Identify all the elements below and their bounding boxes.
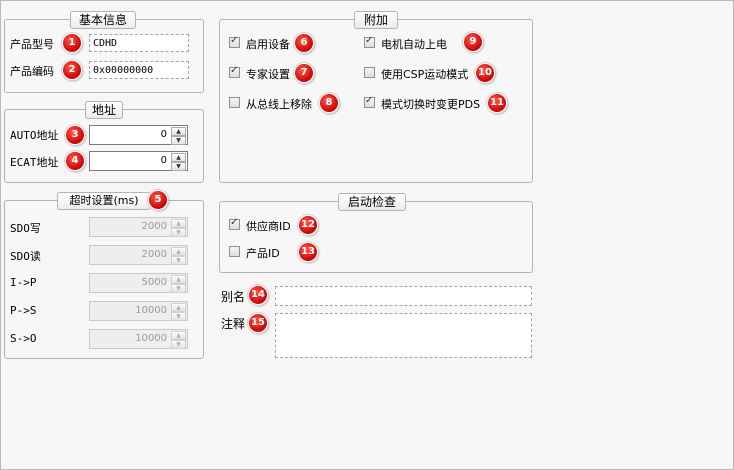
ecat-address-spinner[interactable]: 0 ▲▼ bbox=[89, 151, 188, 171]
alias-input[interactable] bbox=[275, 286, 532, 306]
comment-label: 注释 bbox=[221, 317, 246, 331]
extra-title: 附加 bbox=[354, 11, 398, 29]
badge-12: 12 bbox=[298, 215, 318, 235]
enable-device-checkbox[interactable] bbox=[229, 35, 240, 48]
i-to-p-value: 5000 bbox=[141, 277, 167, 288]
remove-from-bus-label[interactable]: 从总线上移除 bbox=[246, 98, 312, 111]
sdo-read-value: 2000 bbox=[141, 249, 167, 260]
badge-7: 7 bbox=[294, 63, 314, 83]
timeout-title: 超时设置(ms) bbox=[57, 192, 151, 210]
badge-4: 4 bbox=[65, 151, 85, 171]
badge-3: 3 bbox=[65, 125, 85, 145]
sdo-write-label: SDO写 bbox=[10, 222, 41, 235]
badge-8: 8 bbox=[319, 93, 339, 113]
enable-device-label[interactable]: 启用设备 bbox=[246, 38, 290, 51]
mode-switch-pds-label[interactable]: 模式切换时变更PDS bbox=[381, 98, 481, 111]
badge-15: 15 bbox=[248, 313, 268, 333]
comment-textarea[interactable] bbox=[275, 313, 532, 358]
ecat-address-label: ECAT地址 bbox=[10, 156, 59, 169]
remove-from-bus-checkbox[interactable] bbox=[229, 97, 240, 108]
badge-2: 2 bbox=[62, 60, 82, 80]
startup-check-title: 启动检查 bbox=[338, 193, 406, 211]
use-csp-mode-label[interactable]: 使用CSP运动模式 bbox=[381, 68, 469, 81]
p-to-s-label: P->S bbox=[10, 304, 37, 317]
badge-10: 10 bbox=[475, 63, 495, 83]
expert-settings-checkbox[interactable] bbox=[229, 65, 240, 78]
product-id-label[interactable]: 产品ID bbox=[246, 247, 280, 260]
spin-down-icon[interactable]: ▼ bbox=[171, 284, 186, 293]
p-to-s-value: 10000 bbox=[135, 305, 167, 316]
i-to-p-spinner[interactable]: 5000 ▲▼ bbox=[89, 273, 188, 293]
spin-down-icon[interactable]: ▼ bbox=[171, 228, 186, 237]
vendor-id-label[interactable]: 供应商ID bbox=[246, 220, 291, 233]
product-type-label: 产品型号 bbox=[10, 38, 54, 51]
vendor-id-checkbox[interactable] bbox=[229, 217, 240, 230]
mode-switch-pds-checkbox[interactable] bbox=[364, 95, 375, 108]
product-code-label: 产品编码 bbox=[10, 65, 54, 78]
startup-check-group: 启动检查 bbox=[219, 193, 533, 273]
p-to-s-spinner[interactable]: 10000 ▲▼ bbox=[89, 301, 188, 321]
badge-11: 11 bbox=[487, 93, 507, 113]
motor-auto-power-checkbox[interactable] bbox=[364, 35, 375, 48]
badge-14: 14 bbox=[248, 285, 268, 305]
spin-up-icon[interactable]: ▲ bbox=[171, 331, 186, 340]
spin-down-icon[interactable]: ▼ bbox=[171, 340, 186, 349]
spin-up-icon[interactable]: ▲ bbox=[171, 127, 186, 136]
product-type-field[interactable]: CDHD bbox=[89, 34, 189, 52]
spin-down-icon[interactable]: ▼ bbox=[171, 256, 186, 265]
spin-down-icon[interactable]: ▼ bbox=[171, 162, 186, 171]
sdo-write-value: 2000 bbox=[141, 221, 167, 232]
spin-up-icon[interactable]: ▲ bbox=[171, 303, 186, 312]
address-title: 地址 bbox=[85, 101, 123, 119]
address-group: 地址 bbox=[4, 101, 204, 183]
badge-9: 9 bbox=[463, 32, 483, 52]
s-to-o-value: 10000 bbox=[135, 333, 167, 344]
badge-5: 5 bbox=[148, 190, 168, 210]
s-to-o-label: S->O bbox=[10, 332, 37, 345]
spin-up-icon[interactable]: ▲ bbox=[171, 247, 186, 256]
spin-up-icon[interactable]: ▲ bbox=[171, 219, 186, 228]
spin-down-icon[interactable]: ▼ bbox=[171, 136, 186, 145]
sdo-write-spinner[interactable]: 2000 ▲▼ bbox=[89, 217, 188, 237]
product-code-field[interactable]: 0x00000000 bbox=[89, 61, 189, 79]
basic-info-title: 基本信息 bbox=[70, 11, 136, 29]
auto-address-value: 0 bbox=[160, 129, 167, 140]
sdo-read-spinner[interactable]: 2000 ▲▼ bbox=[89, 245, 188, 265]
product-id-checkbox[interactable] bbox=[229, 246, 240, 257]
basic-info-group: 基本信息 bbox=[4, 11, 204, 93]
s-to-o-spinner[interactable]: 10000 ▲▼ bbox=[89, 329, 188, 349]
alias-label: 别名 bbox=[221, 290, 246, 304]
expert-settings-label[interactable]: 专家设置 bbox=[246, 68, 290, 81]
ecat-address-value: 0 bbox=[160, 155, 167, 166]
badge-6: 6 bbox=[294, 33, 314, 53]
auto-address-label: AUTO地址 bbox=[10, 129, 59, 142]
spin-down-icon[interactable]: ▼ bbox=[171, 312, 186, 321]
motor-auto-power-label[interactable]: 电机自动上电 bbox=[381, 38, 447, 51]
use-csp-mode-checkbox[interactable] bbox=[364, 67, 375, 78]
i-to-p-label: I->P bbox=[10, 276, 37, 289]
sdo-read-label: SDO读 bbox=[10, 250, 41, 263]
badge-1: 1 bbox=[62, 33, 82, 53]
auto-address-spinner[interactable]: 0 ▲▼ bbox=[89, 125, 188, 145]
badge-13: 13 bbox=[298, 242, 318, 262]
spin-up-icon[interactable]: ▲ bbox=[171, 153, 186, 162]
spin-up-icon[interactable]: ▲ bbox=[171, 275, 186, 284]
